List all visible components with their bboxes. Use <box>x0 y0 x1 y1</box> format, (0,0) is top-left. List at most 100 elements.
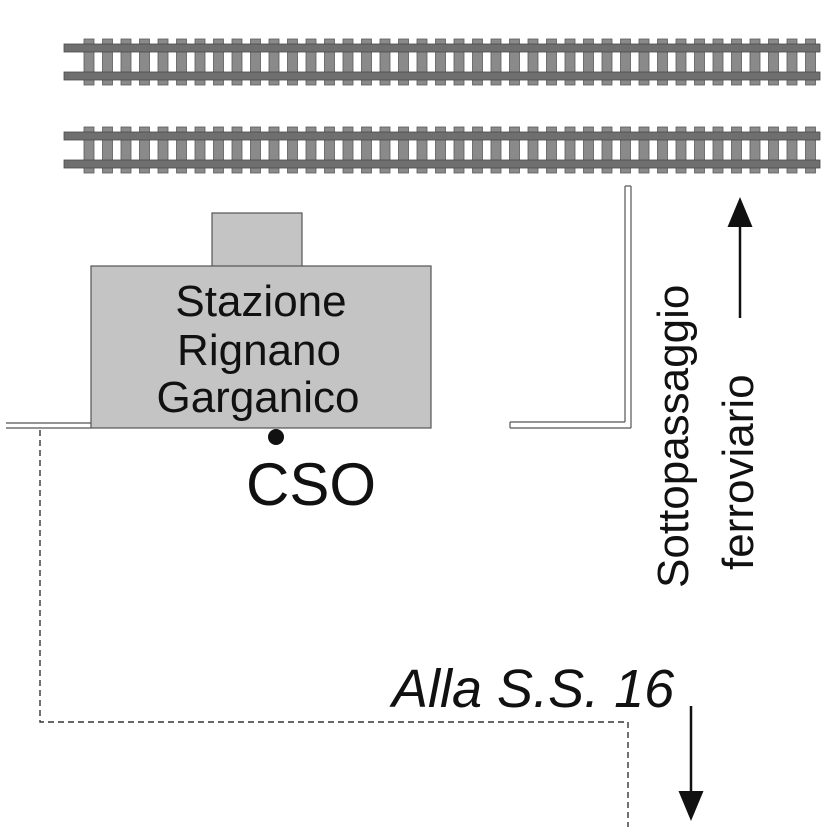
railway-tie <box>638 38 650 86</box>
railway-tie <box>287 38 298 86</box>
underpass-label-line-1: Sottopassaggio <box>649 285 698 588</box>
cso-label: CSO <box>246 451 376 518</box>
railway-tie <box>176 38 187 86</box>
station-name-line-2: Rignano <box>177 326 341 375</box>
railway-tie <box>287 126 298 174</box>
railway-tie <box>361 38 372 86</box>
railway-tie <box>472 38 483 86</box>
railway-tie <box>546 38 557 86</box>
station-annex <box>211 212 303 268</box>
railway-tie <box>601 38 613 86</box>
railway-tie <box>694 38 705 86</box>
railway-tie <box>657 38 668 86</box>
railway-tie <box>231 38 243 86</box>
railway-rail <box>63 159 821 169</box>
railway-tie <box>786 38 798 86</box>
railway-tie <box>379 38 391 86</box>
railway-tie <box>786 126 798 174</box>
railway-tie <box>342 38 354 86</box>
railway-tie <box>120 38 132 86</box>
railway-tie <box>398 38 409 86</box>
railway-tie <box>213 38 224 86</box>
railway-tie <box>768 126 779 174</box>
railway-tie <box>194 126 206 174</box>
railway-rail <box>63 43 821 53</box>
railway-tie <box>361 126 372 174</box>
railway-tie <box>472 126 483 174</box>
railway-tie <box>324 38 335 86</box>
railway-tie <box>398 126 409 174</box>
railway-tie <box>416 126 428 174</box>
railway-tie <box>268 38 280 86</box>
railway-tie <box>749 38 761 86</box>
railway-tie <box>194 38 206 86</box>
railway-tie <box>250 38 261 86</box>
railway-tie <box>527 126 539 174</box>
railway-tie <box>250 126 261 174</box>
underpass-label-line-2: ferroviario <box>714 374 763 570</box>
railway-tie <box>712 126 724 174</box>
railway-tie <box>453 126 465 174</box>
railway-tie <box>305 38 317 86</box>
railway-tie <box>379 126 391 174</box>
railway-tie <box>102 126 113 174</box>
railway-tie <box>120 126 132 174</box>
railway-tie <box>564 38 576 86</box>
station-building <box>90 265 432 429</box>
railway-tie <box>139 38 150 86</box>
railway-tie <box>416 38 428 86</box>
railway-tie <box>749 126 761 174</box>
railway-tie <box>546 126 557 174</box>
road-direction-label: Alla S.S. 16 <box>389 659 675 719</box>
railway-tie <box>583 38 594 86</box>
station-name-line-1: Stazione <box>175 277 346 326</box>
railway-tie <box>435 126 446 174</box>
railway-tie <box>342 126 354 174</box>
railway-tie <box>638 126 650 174</box>
railway-tie <box>712 38 724 86</box>
station-name-line-3: Garganico <box>156 373 359 422</box>
railway-tie <box>268 126 280 174</box>
railway-tie <box>83 38 95 86</box>
railway-tie <box>231 126 243 174</box>
platform-left <box>6 422 91 429</box>
railway-tie <box>805 38 816 86</box>
railway-tie <box>675 38 687 86</box>
underpass-wall <box>509 185 632 429</box>
railway-tie <box>564 126 576 174</box>
railway-tie <box>157 126 169 174</box>
railway-tie <box>657 126 668 174</box>
railway-tie <box>583 126 594 174</box>
railway-tie <box>731 38 742 86</box>
railway-track-upper <box>63 38 821 86</box>
walking-route-dashed <box>39 430 629 827</box>
railway-tie <box>213 126 224 174</box>
railway-tie <box>490 38 502 86</box>
railway-tie <box>768 38 779 86</box>
railway-tie <box>490 126 502 174</box>
railway-tie <box>324 126 335 174</box>
railway-tie <box>453 38 465 86</box>
railway-tie <box>675 126 687 174</box>
railway-tie <box>305 126 317 174</box>
railway-tie <box>102 38 113 86</box>
railway-tie <box>157 38 169 86</box>
railway-track-lower <box>63 126 821 174</box>
railway-tie <box>176 126 187 174</box>
railway-tie <box>435 38 446 86</box>
railway-tie <box>139 126 150 174</box>
railway-tie <box>620 126 631 174</box>
railway-rail <box>63 71 821 81</box>
railway-rail <box>63 131 821 141</box>
railway-tie <box>83 126 95 174</box>
railway-tie <box>694 126 705 174</box>
railway-tie <box>527 38 539 86</box>
railway-tie <box>509 126 520 174</box>
railway-tie <box>509 38 520 86</box>
railway-tie <box>601 126 613 174</box>
railway-tie <box>731 126 742 174</box>
cso-point-marker <box>268 429 284 445</box>
railway-tie <box>805 126 816 174</box>
railway-tie <box>620 38 631 86</box>
